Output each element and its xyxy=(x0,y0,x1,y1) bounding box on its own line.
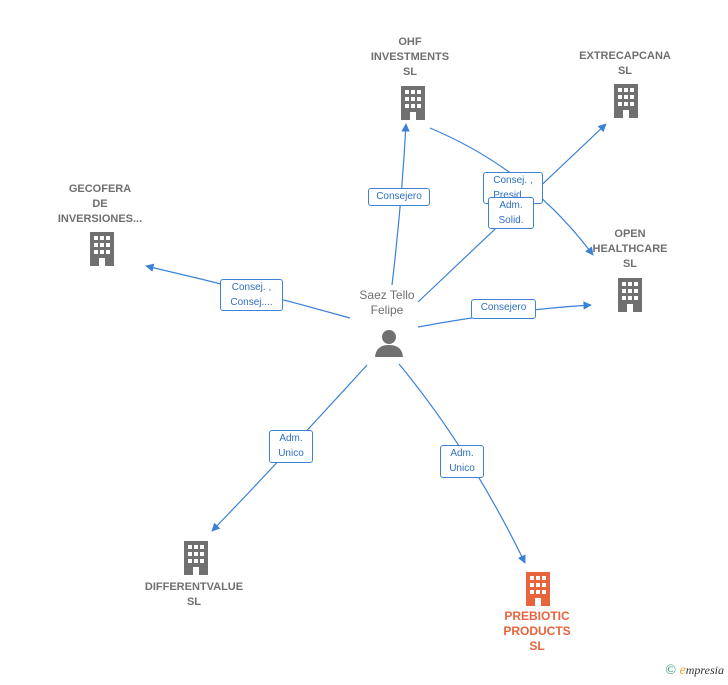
relation-label-extrecapcana[interactable]: Adm. Solid. xyxy=(488,197,534,229)
building-icon[interactable] xyxy=(611,84,641,118)
brand-footer: © empresia xyxy=(665,663,724,679)
person-icon[interactable] xyxy=(374,328,404,358)
relation-label-gecofera[interactable]: Consej. , Consej.... xyxy=(220,279,283,311)
relation-label-open-healthcare[interactable]: Consejero xyxy=(471,299,536,319)
building-icon[interactable] xyxy=(615,278,645,312)
relation-label-differentvalue[interactable]: Adm. Unico xyxy=(269,430,313,463)
relation-label-prebiotic[interactable]: Adm. Unico xyxy=(440,445,484,478)
copyright-symbol: © xyxy=(665,663,677,678)
brand-logo: empresia xyxy=(679,663,724,678)
relation-label-ohf[interactable]: Consejero xyxy=(368,188,430,206)
building-icon[interactable] xyxy=(87,232,117,266)
building-icon[interactable] xyxy=(523,572,553,606)
building-icon[interactable] xyxy=(398,86,428,120)
building-icon[interactable] xyxy=(181,541,211,575)
